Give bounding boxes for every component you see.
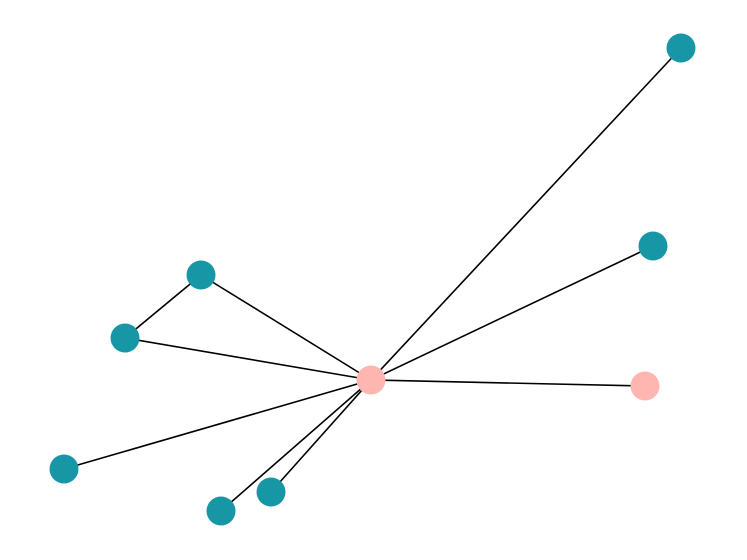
node-n-far-left: [49, 454, 79, 484]
node-n-left: [110, 323, 140, 353]
edge-hub-n-bottom-mid: [270, 379, 372, 493]
edge-hub-n-right: [370, 245, 654, 381]
edges-layer: [63, 47, 682, 512]
nodes-layer: [49, 33, 696, 526]
node-n-upper-left: [186, 260, 216, 290]
edge-hub-n-upper-left: [200, 274, 372, 381]
node-n-right: [638, 231, 668, 261]
node-n-bottom-mid: [256, 477, 286, 507]
edge-hub-n-far-left: [63, 379, 372, 470]
edge-n-upper-left-n-left: [124, 274, 202, 339]
node-n-bottom-left: [206, 496, 236, 526]
node-n-top-right: [666, 33, 696, 63]
edge-hub-n-right-pink: [370, 379, 646, 387]
edge-hub-n-top-right: [370, 47, 682, 381]
edge-hub-n-bottom-left: [220, 379, 372, 512]
edge-hub-n-left: [124, 337, 372, 381]
node-n-right-pink: [630, 371, 660, 401]
node-hub: [356, 365, 386, 395]
